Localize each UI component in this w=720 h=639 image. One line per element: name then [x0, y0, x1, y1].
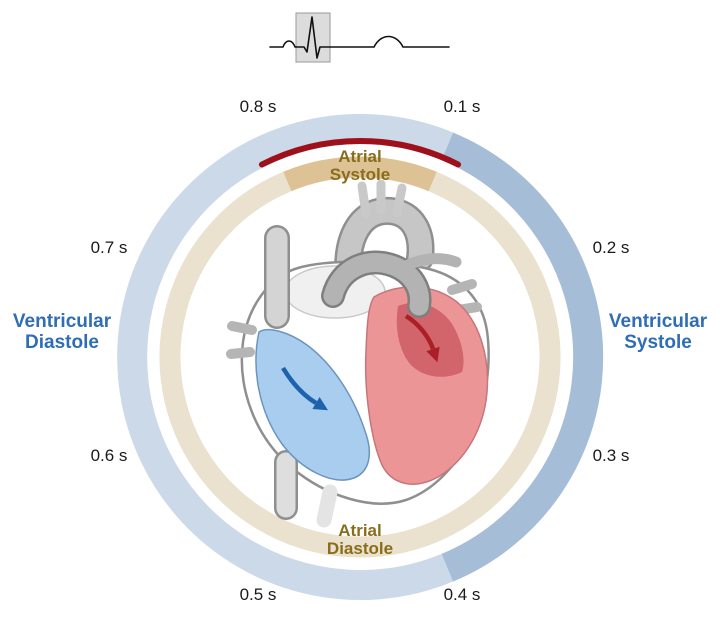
ecg-trace	[269, 16, 450, 59]
time-label-0-2: 0.2 s	[593, 238, 630, 257]
ventricular-systole-label-line2: Systole	[624, 332, 692, 353]
atrial-systole-label-line1: Atrial	[338, 147, 381, 166]
phase-labels: Ventricular Diastole Ventricular Systole…	[13, 147, 708, 558]
aortic-arch	[336, 199, 432, 295]
blue-flow-arrow-head	[312, 397, 328, 411]
ventricular-diastole-label-line2: Diastole	[25, 332, 99, 353]
ventricular-systole-label-line1: Ventricular	[609, 311, 708, 332]
atrial-diastole-label-line1: Atrial	[338, 521, 381, 540]
left-pulmonary-vein-stub-1	[227, 321, 257, 335]
right-pulmonary-artery	[396, 253, 462, 274]
time-label-0-5: 0.5 s	[240, 585, 277, 604]
time-label-0-3: 0.3 s	[593, 446, 630, 465]
pulmonary-trunk	[323, 253, 429, 316]
aorta-branch-3	[392, 183, 407, 218]
cycle-clock	[117, 114, 604, 600]
time-labels: 0.1 s 0.2 s 0.3 s 0.4 s 0.5 s 0.6 s 0.7 …	[91, 97, 630, 604]
right-pulmonary-vein-stub-1	[447, 279, 477, 295]
atrial-diastole-arc	[159, 171, 561, 558]
red-flow-arrow-shaft	[404, 314, 436, 350]
red-flow-arrow-head	[426, 346, 440, 363]
atrial-systole-arc	[283, 156, 437, 192]
ventricular-systole-arc	[441, 132, 604, 582]
left-pulmonary-vein-stub-2	[226, 347, 255, 359]
aorta-branch-1	[357, 181, 371, 219]
atrial-systole-label-line2: Systole	[330, 165, 390, 184]
blue-flow-arrow-shaft	[281, 366, 318, 405]
time-label-0-4: 0.4 s	[444, 585, 481, 604]
ecg-panel	[269, 12, 450, 63]
atrial-diastole-label-line2: Diastole	[327, 539, 393, 558]
apex-vessel	[316, 484, 338, 528]
ventricular-diastole-label-line1: Ventricular	[13, 311, 112, 332]
time-label-0-7: 0.7 s	[91, 238, 128, 257]
ventricular-diastole-arc	[117, 114, 454, 600]
time-label-0-1: 0.1 s	[444, 97, 481, 116]
time-label-0-8: 0.8 s	[240, 97, 277, 116]
heart-illustration	[226, 179, 490, 528]
time-label-0-6: 0.6 s	[91, 446, 128, 465]
atrial-systole-highlight-arc	[258, 138, 462, 168]
